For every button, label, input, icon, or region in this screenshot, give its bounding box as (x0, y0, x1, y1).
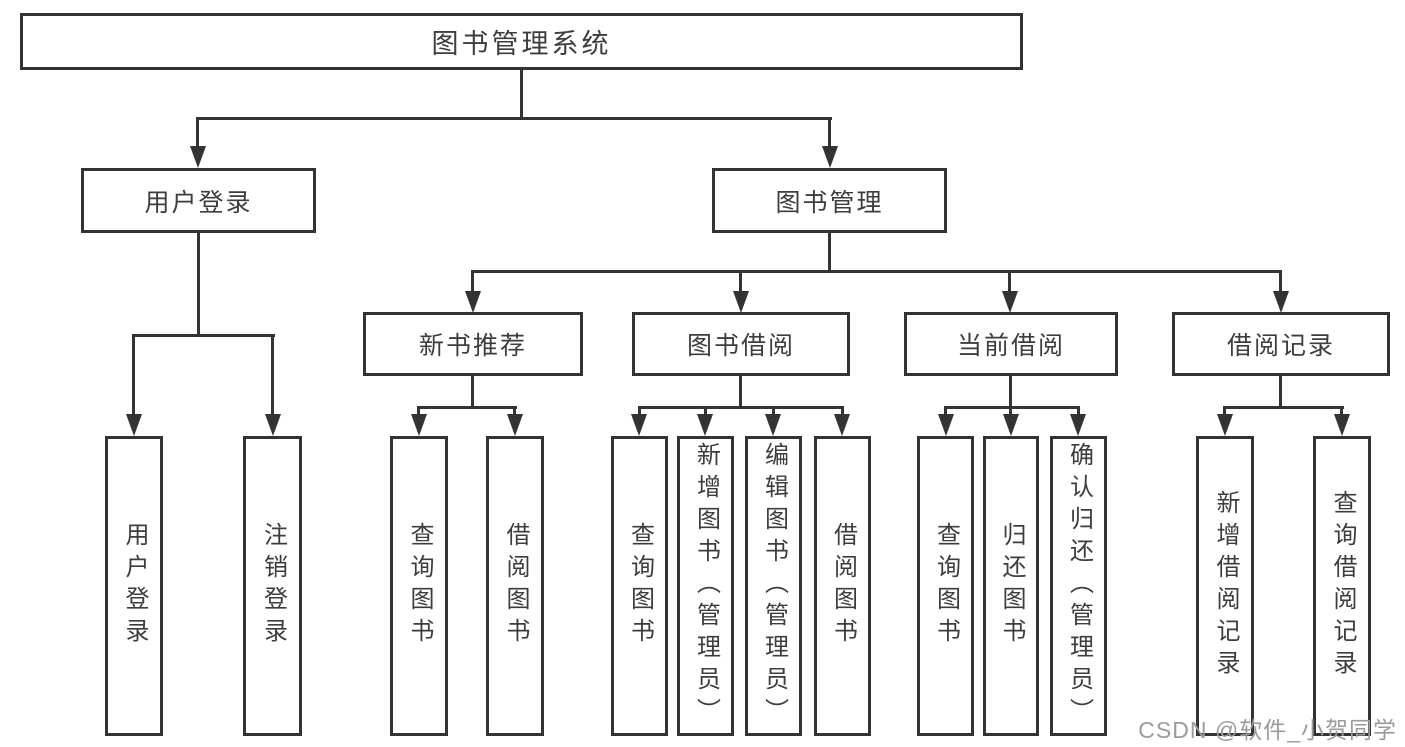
arrow-down-icon (765, 414, 781, 436)
leaf-label: 新增借阅记录 (1212, 490, 1239, 682)
arrow-down-icon (1273, 291, 1289, 313)
arrow-down-icon (1003, 414, 1019, 436)
leaf-label: 新增图书（管理员） (692, 442, 720, 730)
arrow-down-icon (822, 146, 838, 168)
connector-line (196, 117, 199, 149)
arrow-down-icon (190, 146, 206, 168)
node-book-manage: 图书管理 (712, 168, 947, 233)
connector-line (1008, 270, 1011, 293)
node-new-book-recommend: 新书推荐 (363, 312, 583, 376)
arrow-down-icon (465, 291, 481, 313)
node-borrow-records: 借阅记录 (1172, 312, 1390, 376)
arrow-down-icon (1002, 291, 1018, 313)
leaf-label: 借阅图书 (502, 522, 529, 650)
leaf-user-login: 用户登录 (105, 436, 163, 736)
connector-line (1279, 376, 1282, 409)
arrow-down-icon (411, 414, 427, 436)
leaf-label: 查询图书 (626, 522, 654, 650)
leaf-current-query-books: 查询图书 (917, 436, 974, 736)
arrow-down-icon (631, 414, 647, 436)
connector-line (944, 406, 947, 418)
connector-line (828, 117, 831, 149)
connector-line (944, 406, 1080, 409)
leaf-label: 查询图书 (932, 522, 960, 650)
connector-line (1340, 406, 1343, 418)
connector-line (1077, 406, 1080, 418)
connector-line (1009, 376, 1012, 409)
node-root-system: 图书管理系统 (20, 13, 1023, 70)
leaf-borrow-query-books: 查询图书 (611, 436, 668, 736)
leaf-records-query-record: 查询借阅记录 (1313, 436, 1371, 736)
leaf-label: 查询借阅记录 (1329, 490, 1356, 682)
connector-line (132, 334, 135, 416)
arrow-down-icon (834, 414, 850, 436)
connector-line (196, 117, 832, 120)
arrow-down-icon (733, 291, 749, 313)
connector-line (417, 406, 517, 409)
arrow-down-icon (938, 414, 954, 436)
leaf-label: 归还图书 (998, 522, 1025, 650)
node-current-borrow: 当前借阅 (904, 312, 1118, 376)
leaf-label: 确认归还（管理员） (1065, 442, 1093, 730)
node-user-login: 用户登录 (81, 168, 316, 233)
connector-line (271, 334, 274, 416)
connector-line (1223, 406, 1344, 409)
connector-line (197, 233, 200, 336)
leaf-borrow-edit-books-admin: 编辑图书（管理员） (745, 436, 802, 736)
connector-line (132, 334, 275, 337)
leaf-recommend-borrow-books: 借阅图书 (486, 436, 544, 736)
arrow-down-icon (1217, 414, 1233, 436)
connector-line (1279, 270, 1282, 293)
leaf-label: 编辑图书（管理员） (760, 442, 788, 730)
leaf-records-add-record: 新增借阅记录 (1196, 436, 1254, 736)
connector-line (739, 376, 742, 409)
arrow-down-icon (1070, 414, 1086, 436)
connector-line (1009, 406, 1012, 418)
connector-line (638, 406, 844, 409)
leaf-current-return-books: 归还图书 (983, 436, 1039, 736)
arrow-down-icon (1334, 414, 1350, 436)
connector-line (471, 270, 1282, 273)
connector-line (520, 70, 523, 118)
connector-line (1223, 406, 1226, 418)
connector-line (739, 270, 742, 293)
leaf-logout: 注销登录 (243, 436, 302, 736)
connector-line (513, 406, 516, 418)
leaf-label: 查询图书 (406, 522, 433, 650)
leaf-borrow-borrow-books: 借阅图书 (814, 436, 871, 736)
connector-line (704, 406, 707, 418)
arrow-down-icon (126, 414, 142, 436)
leaf-label: 借阅图书 (829, 522, 857, 650)
arrow-down-icon (265, 414, 281, 436)
leaf-current-confirm-return-admin: 确认归还（管理员） (1050, 436, 1107, 736)
csdn-watermark: CSDN @软件_小贺同学 (1138, 717, 1397, 743)
arrow-down-icon (507, 414, 523, 436)
leaf-label: 注销登录 (259, 522, 287, 650)
leaf-recommend-query-books: 查询图书 (390, 436, 448, 736)
node-book-borrow: 图书借阅 (632, 312, 850, 376)
connector-line (471, 376, 474, 409)
leaf-label: 用户登录 (121, 522, 148, 650)
connector-line (417, 406, 420, 418)
connector-line (772, 406, 775, 418)
connector-line (471, 270, 474, 293)
connector-line (841, 406, 844, 418)
arrow-down-icon (697, 414, 713, 436)
connector-line (638, 406, 641, 418)
connector-line (828, 233, 831, 273)
leaf-borrow-add-books-admin: 新增图书（管理员） (677, 436, 734, 736)
